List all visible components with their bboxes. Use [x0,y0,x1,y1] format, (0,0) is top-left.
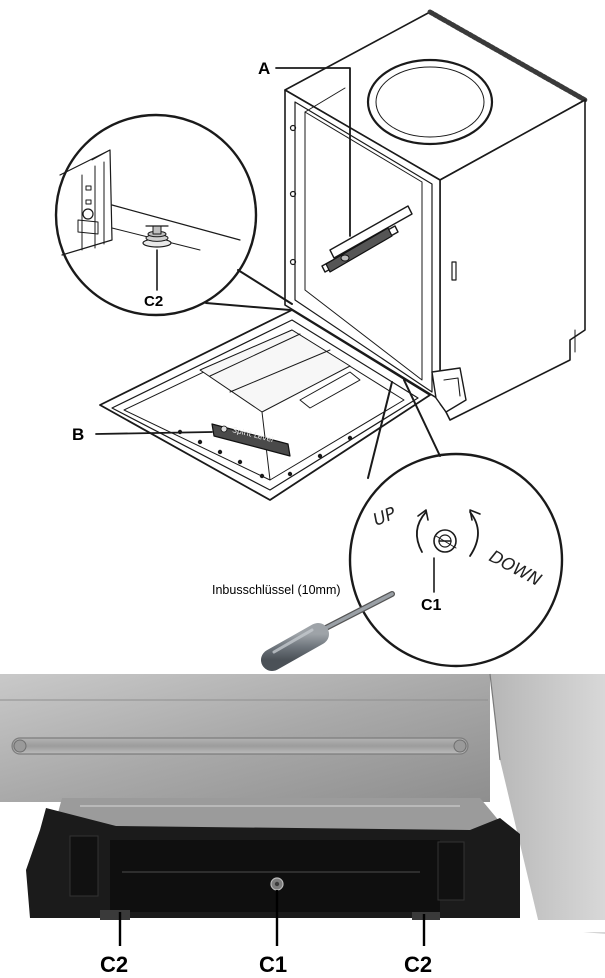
callout-a: A [258,59,270,78]
steel-side-panel [490,674,605,934]
dishwasher-drawing [54,9,588,671]
front-rail [11,737,469,755]
top-vent [366,58,494,146]
leader-a [275,67,351,237]
cabinet-top-rim [427,9,588,103]
rail-bracket [329,205,413,259]
callout-c1-top: C1 [421,597,442,614]
spirit-level-b [211,423,291,457]
spirit-level-a [325,227,393,273]
base-photo [0,673,605,934]
callout-c2-left: C2 [100,952,128,977]
callout-c1-center: C1 [259,952,287,977]
allen-key-tool [261,591,395,671]
adjust-detail-magnifier [348,379,564,668]
tool-caption: Inbusschlüssel (10mm) [212,583,341,597]
foot-detail-magnifier [54,113,293,317]
callout-c2-top: C2 [144,293,163,310]
bottom-leaders [118,890,426,946]
callout-c2-right: C2 [404,952,432,977]
rear-foot-left-c2 [100,910,130,920]
callout-b: B [72,425,84,444]
leader-b [95,431,213,435]
rear-foot-right-c2 [412,912,440,922]
plinth-underside [56,798,500,836]
